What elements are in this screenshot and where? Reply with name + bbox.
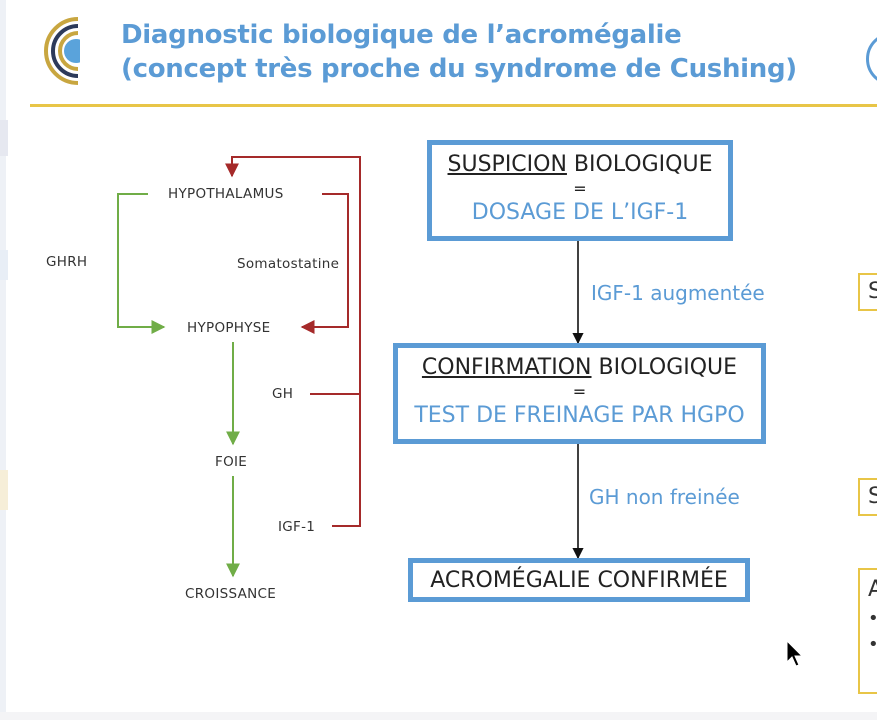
label-croissance: CROISSANCE (185, 586, 277, 602)
side-bullet: • (868, 632, 877, 658)
title-divider (30, 104, 877, 107)
side-box-2: S (858, 478, 877, 516)
confirmation-detail: TEST DE FREINAGE PAR HGPO (414, 403, 745, 428)
box-confirmation: CONFIRMATION BIOLOGIQUE = TEST DE FREINA… (393, 343, 766, 444)
page-title: Diagnostic biologique de l’acromégalie (… (121, 18, 797, 86)
title-line-2: (concept très proche du syndrome de Cush… (121, 54, 797, 84)
suspicion-rest: BIOLOGIQUE (566, 152, 713, 177)
acromegalie-label: ACROMÉGALIE CONFIRMÉE (430, 568, 728, 593)
background-decoration (0, 120, 8, 156)
box-suspicion: SUSPICION BIOLOGIQUE = DOSAGE DE L’IGF-1 (427, 140, 733, 241)
confirmation-equals: = (572, 382, 587, 401)
box-acromegalie: ACROMÉGALIE CONFIRMÉE (408, 558, 750, 602)
confirmation-rest: BIOLOGIQUE (591, 355, 738, 380)
background-decoration (0, 0, 6, 720)
suspicion-keyword: SUSPICION (447, 152, 567, 177)
mouse-cursor-icon (786, 640, 804, 667)
somatostatine-arrow (300, 193, 349, 334)
label-foie: FOIE (215, 454, 248, 470)
confirmation-keyword: CONFIRMATION (421, 355, 592, 380)
logo-icon (44, 17, 80, 85)
arrow-label-igf1: IGF-1 augmentée (591, 281, 765, 305)
arrow-label-gh: GH non freinée (589, 485, 740, 509)
label-ghrh: GHRH (46, 254, 88, 270)
label-somatostatine: Somatostatine (237, 256, 340, 272)
suspicion-equals: = (573, 179, 587, 198)
label-hypophyse: HYPOPHYSE (187, 320, 271, 336)
title-line-1: Diagnostic biologique de l’acromégalie (121, 20, 682, 50)
ghrh-arrow (117, 193, 166, 334)
label-gh: GH (272, 386, 294, 402)
side-box-1: S (858, 273, 877, 311)
background-decoration (0, 470, 8, 510)
side-bullet: • (868, 606, 877, 632)
label-igf1: IGF-1 (278, 519, 316, 535)
suspicion-detail: DOSAGE DE L’IGF-1 (471, 200, 689, 225)
label-hypothalamus: HYPOTHALAMUS (168, 186, 284, 202)
side-box-3: A • • (858, 568, 877, 694)
background-decoration (0, 712, 877, 720)
background-decoration (0, 250, 8, 280)
igf1-feedback-arrow (225, 156, 361, 527)
